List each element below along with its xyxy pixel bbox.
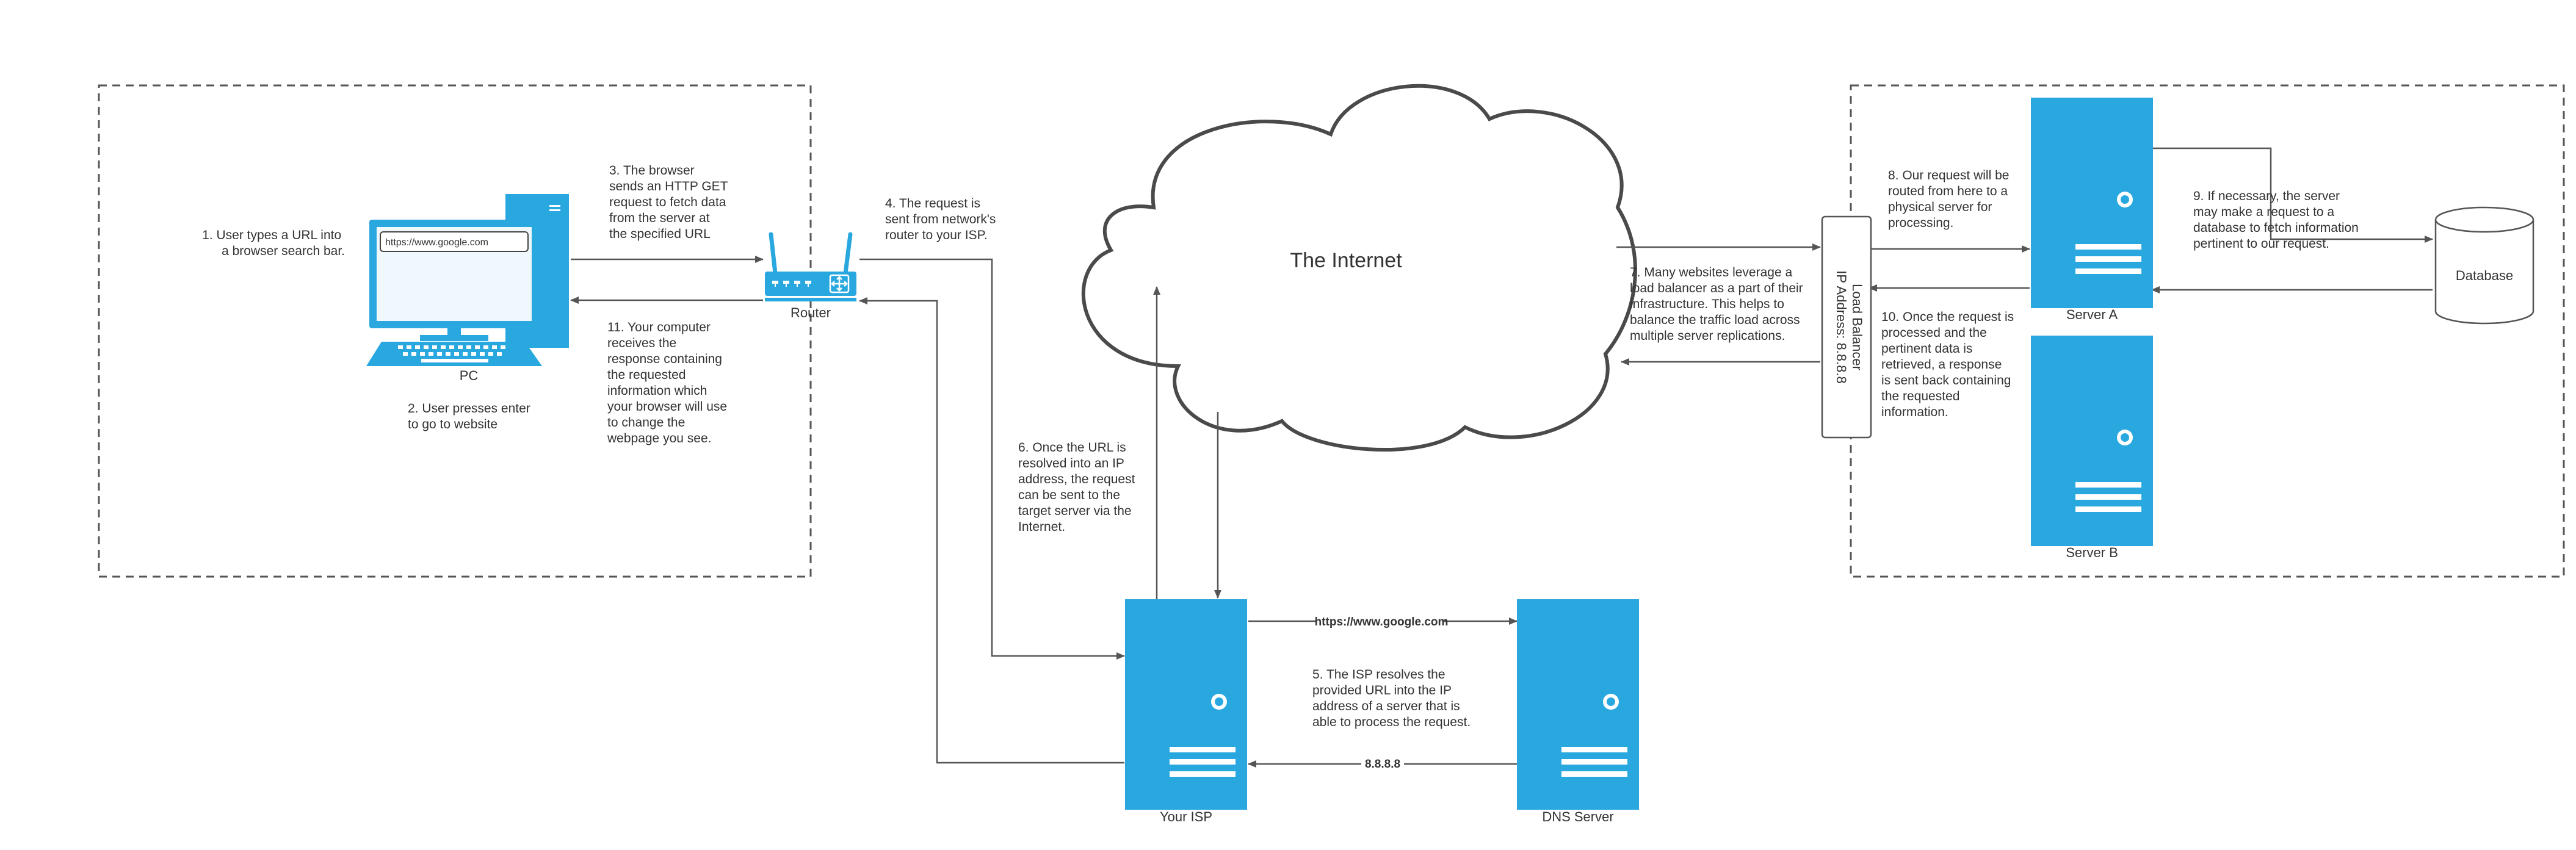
step-6-note: 6. Once the URL is resolved into an IP a… [1018, 441, 1138, 534]
step-7-note: 7. Many websites leverage a load balance… [1630, 265, 1807, 343]
edge-label-url: https://www.google.com [1315, 616, 1449, 628]
arrow-server-a-to-db [2152, 147, 2433, 243]
router-antenna-left [769, 232, 778, 276]
router-arrows-icon [829, 274, 850, 294]
step-5-note: 5. The ISP resolves the provided URL int… [1312, 668, 1471, 729]
dns-server-body [1517, 599, 1639, 810]
step-annotations: 1. User types a URL into a browser searc… [202, 164, 2362, 729]
isp-server-node: Your ISP [1125, 599, 1247, 824]
edge-label-ip: 8.8.8.8 [1365, 758, 1400, 771]
pc-keyboard-keys [398, 345, 505, 362]
database-cylinder [2434, 220, 2534, 325]
step-3-note: 3. The browser sends an HTTP GET request… [609, 164, 731, 241]
router-label: Router [791, 305, 831, 320]
connectors [570, 147, 2433, 768]
pc-url-bar [380, 231, 529, 252]
server-a-node: Server A [2031, 98, 2153, 322]
internet-cloud: The Internet [1081, 84, 1637, 452]
load-balancer-node: Load Balancer IP Address: 8.8.8.8 [1821, 215, 1872, 439]
local-network-boundary [98, 84, 812, 578]
server-a-body [2031, 98, 2153, 308]
isp-label: Your ISP [1160, 809, 1212, 824]
arrow-router-to-isp [859, 258, 1125, 660]
arrow-isp-to-router [859, 297, 1124, 764]
step-1-note: 1. User types a URL into a browser searc… [202, 228, 345, 258]
pc-label: PC [460, 368, 479, 383]
server-a-label: Server A [2066, 307, 2118, 322]
database-node: Database [2434, 206, 2534, 325]
step-11-note: 11. Your computer receives the response … [607, 320, 731, 445]
pc-url-text: https://www.google.com [385, 237, 488, 248]
server-b-label: Server B [2066, 545, 2118, 560]
edge-labels: https://www.google.com 8.8.8.8 [1315, 613, 1449, 773]
database-label: Database [2456, 268, 2513, 283]
load-balancer-label: Load Balancer [1850, 284, 1865, 370]
dns-label: DNS Server [1542, 809, 1613, 824]
step-9-note: 9. If necessary, the server may make a r… [2193, 189, 2362, 251]
pc-node: https://www.google.com PC [366, 194, 569, 383]
router-antenna-right [843, 232, 853, 276]
step-4-note: 4. The request is sent from network's ro… [885, 196, 999, 242]
server-b-node: Server B [2031, 336, 2153, 560]
isp-server-body [1125, 599, 1247, 810]
step-8-note: 8. Our request will be routed from here … [1888, 168, 2013, 230]
internet-label: The Internet [1290, 249, 1402, 272]
dns-server-node: DNS Server [1517, 599, 1639, 824]
step-2-note: 2. User presses enter to go to website [408, 402, 534, 431]
server-b-body [2031, 336, 2153, 546]
step-10-note: 10. Once the request is processed and th… [1881, 310, 2017, 419]
load-balancer-ip: IP Address: 8.8.8.8 [1834, 270, 1849, 384]
load-balancer-body [1821, 215, 1872, 439]
router-node: Router [765, 232, 856, 320]
